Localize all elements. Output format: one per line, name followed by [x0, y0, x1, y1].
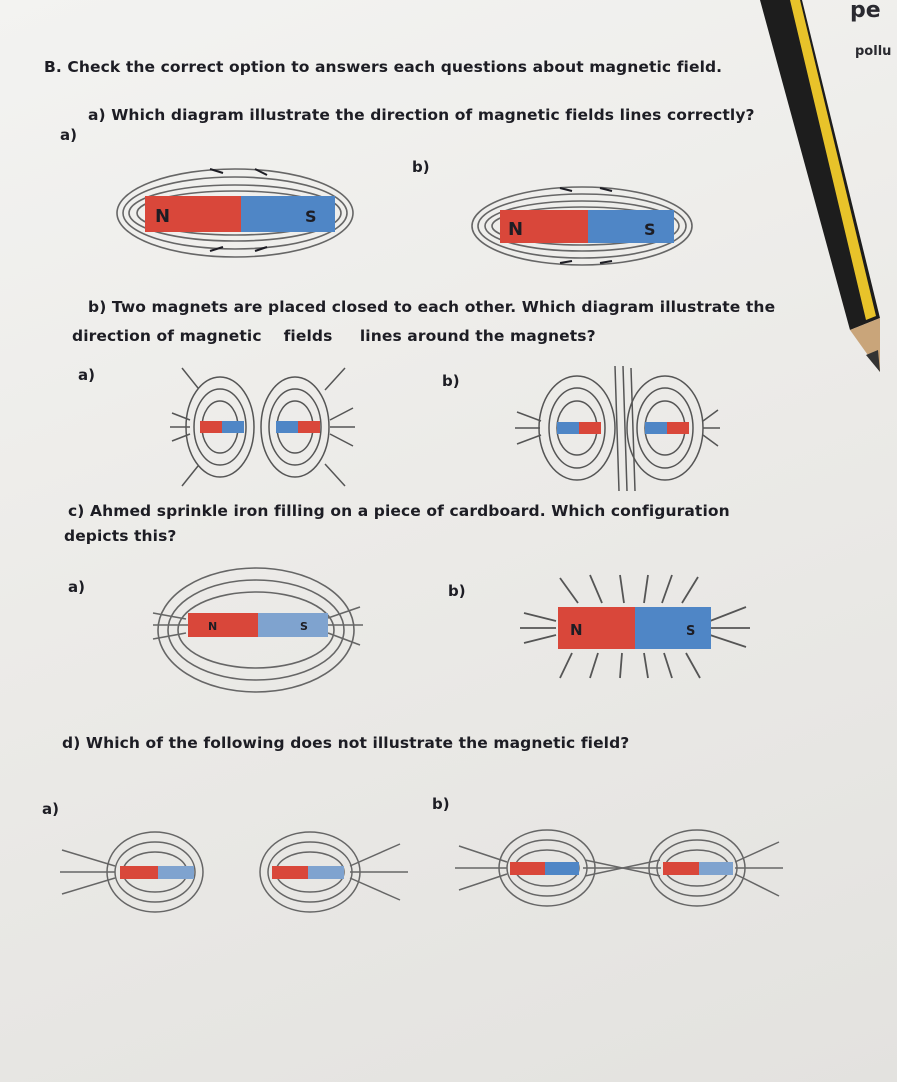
question-a-option-a[interactable]: a)	[60, 126, 77, 144]
question-a-option-b[interactable]: b)	[412, 158, 430, 176]
question-c-option-a[interactable]: a)	[68, 578, 85, 596]
question-c-text-line2: depicts this?	[64, 527, 177, 545]
question-c-option-b[interactable]: b)	[448, 582, 466, 600]
question-b-figure-a	[170, 367, 355, 487]
question-b-option-b[interactable]: b)	[442, 372, 460, 390]
corner-text-bottom: pollu	[855, 44, 892, 59]
figure-c-a-south-label: S	[300, 620, 308, 633]
question-d-figure-a	[60, 831, 408, 913]
figure-b-south-label: S	[644, 220, 656, 239]
question-b-text-line1: b) Two magnets are placed closed to each…	[88, 298, 776, 316]
question-b-option-a[interactable]: a)	[78, 366, 95, 384]
question-a-text: a) Which diagram illustrate the directio…	[88, 106, 755, 124]
question-d-option-b[interactable]: b)	[432, 795, 450, 813]
figure-a-north-label: N	[155, 206, 170, 227]
question-d-text: d) Which of the following does not illus…	[62, 734, 630, 752]
figure-b-north-label: N	[508, 219, 523, 240]
figure-a-south-label: S	[305, 207, 317, 226]
question-c-figure-b: N S	[520, 574, 750, 679]
question-d-figure-b	[455, 829, 783, 907]
question-a-figure-a: N S	[116, 168, 354, 258]
figure-c-b-north-label: N	[570, 621, 583, 639]
question-c-text-line1: c) Ahmed sprinkle iron filling on a piec…	[68, 502, 730, 520]
section-title: B. Check the correct option to answers e…	[44, 58, 723, 76]
question-d-option-a[interactable]: a)	[42, 800, 59, 818]
corner-text-top: pe	[850, 0, 881, 23]
question-c-figure-a: N S	[152, 567, 363, 693]
figure-c-a-north-label: N	[208, 620, 217, 633]
pencil-image	[760, 0, 880, 372]
question-b-text-line2: direction of magnetic fields lines aroun…	[72, 327, 596, 345]
question-a-figure-b: N S	[471, 186, 693, 266]
figure-c-b-south-label: S	[686, 624, 695, 639]
question-b-figure-b	[515, 365, 720, 492]
